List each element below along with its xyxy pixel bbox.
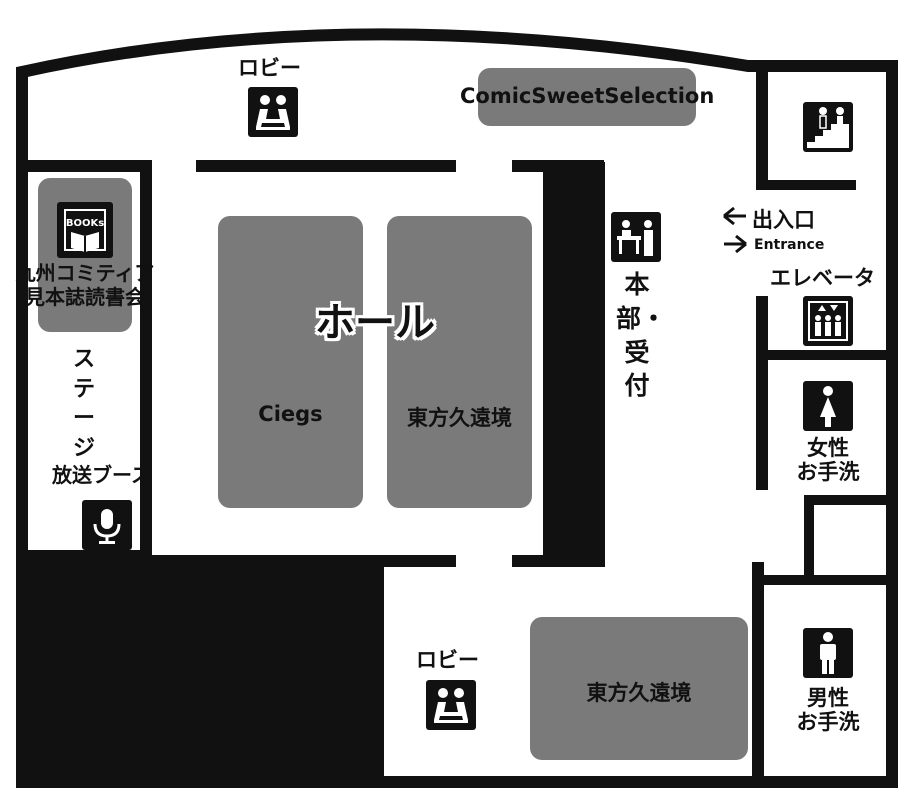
booth-kuonkyo-hall (387, 216, 532, 508)
reading-label-2: 見本誌読書会 (25, 285, 145, 309)
booth-csselection-label: ComicSweetSelection (460, 84, 715, 108)
elevator-label: エレベータ (770, 266, 875, 290)
toilet-divider-left (804, 495, 814, 580)
books-sign: BOOKs (66, 218, 104, 229)
hall-right-thick-wall (543, 162, 605, 567)
closed-area (22, 556, 382, 782)
booth-ciegs (218, 216, 363, 508)
toilet-divider-top (804, 495, 892, 505)
stage-wall-right (140, 160, 152, 560)
booth-csselection (478, 68, 696, 126)
microphone-icon (82, 500, 132, 550)
lobby-top-label: ロビー (238, 56, 301, 80)
entrance-arrows-icon (723, 206, 747, 254)
booth-ciegs-label: Ciegs (258, 402, 323, 426)
lobby-icon (248, 87, 298, 137)
entrance-jp-label: 出入口 (752, 208, 815, 232)
books-icon: BOOKs (57, 202, 113, 258)
toilet-wall-left (756, 350, 768, 490)
hall-label: ホール (315, 300, 435, 346)
hall-wall-top-left (196, 160, 456, 172)
headquarters-label: 本部・受付 (616, 270, 667, 401)
booth-kuonkyo-lobby (530, 617, 748, 760)
woman-icon (803, 381, 853, 431)
entrance-en-label: Entrance (754, 237, 825, 253)
stairs-icon (803, 102, 853, 152)
man-icon (803, 628, 853, 678)
booth-kuonkyo-hall-label: 東方久遠境 (407, 406, 512, 430)
men-label-2: お手洗 (796, 710, 860, 734)
lobby-left-wall (372, 556, 384, 782)
stairs-wall-bottom (756, 180, 856, 190)
reception-icon (611, 212, 661, 262)
stage-wall-top (22, 160, 152, 172)
stairs-wall-left (756, 66, 768, 190)
elevator-icon (803, 296, 853, 346)
stage-label: ステージ (72, 347, 95, 462)
women-label-1: 女性 (807, 436, 849, 460)
lobby-icon (426, 680, 476, 730)
women-label-2: お手洗 (796, 460, 860, 484)
booth-kuonkyo-lobby-label: 東方久遠境 (586, 681, 692, 705)
men-label-1: 男性 (807, 686, 849, 710)
elevator-wall-left (756, 296, 768, 358)
lobby-right-wall (752, 562, 764, 782)
stage-wall-bottom (22, 550, 152, 560)
toilet-divider-bottom (756, 575, 892, 585)
hall-wall-bottom-left (152, 555, 456, 567)
lobby-bottom-label: ロビー (416, 648, 479, 672)
broadcast-label: 放送ブース (52, 463, 151, 487)
reading-label-1: 九州コミティア (15, 261, 155, 285)
elevator-wall-bottom (756, 350, 892, 360)
